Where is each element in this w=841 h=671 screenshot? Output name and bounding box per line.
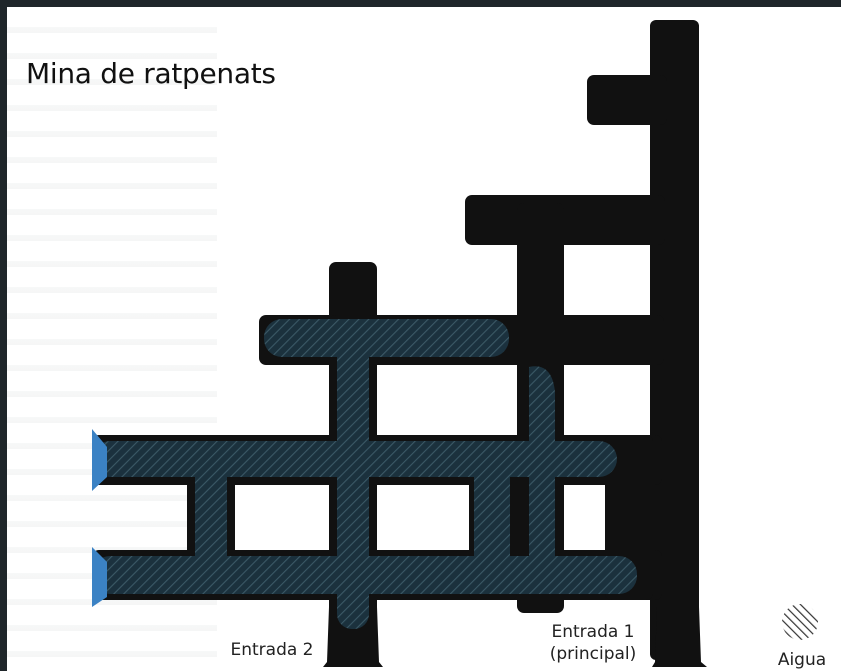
entrance-1-label-line1: Entrada 1 <box>551 622 635 642</box>
water-right-vertical <box>529 366 555 567</box>
left-entrance-marker-upper <box>92 429 107 491</box>
tunnel-upper-horizontal <box>465 195 665 245</box>
left-entrance-marker-lower <box>92 547 107 607</box>
tunnel-top-branch <box>587 75 667 125</box>
diagram-frame: Mina de ratpenats Entrada 2 Entrada 1 (p… <box>7 7 841 671</box>
entrance-2-mouth <box>323 607 383 667</box>
diagonal-hatch-icon <box>782 604 818 640</box>
water-mid-horizontal <box>264 319 509 357</box>
water-far-left-vertical <box>195 447 227 587</box>
mine-map <box>92 20 818 667</box>
entrance-2-label: Entrada 2 <box>230 640 314 660</box>
water-legend-icon <box>782 604 818 640</box>
tunnel-main-vertical <box>650 20 699 660</box>
water-row-2 <box>92 556 637 594</box>
flooded-sections <box>92 319 637 629</box>
diagram-title: Mina de ratpenats <box>26 57 276 90</box>
entrance-1-label: Entrada 1 (principal) <box>533 621 653 665</box>
entrance-1-label-line2: (principal) <box>549 644 637 664</box>
water-center-vertical <box>474 447 510 587</box>
legend-water-label: Aigua <box>777 650 827 670</box>
entrance-markers <box>92 429 107 607</box>
entrance-1-mouth <box>652 607 707 667</box>
